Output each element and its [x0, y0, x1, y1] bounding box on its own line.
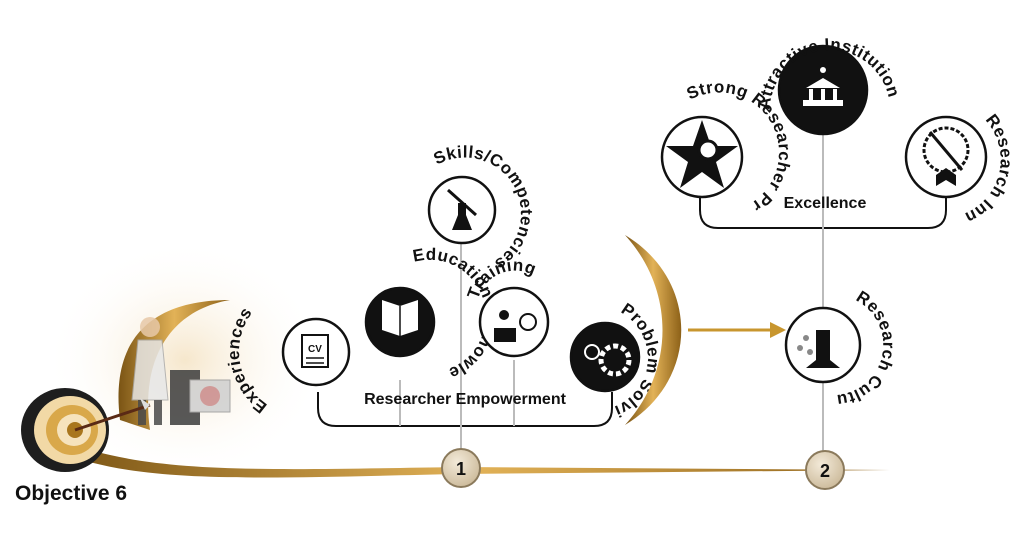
lightbulb-gear-icon [598, 343, 632, 377]
objective-label: Objective 6 [15, 482, 127, 505]
transition-crescent [625, 235, 682, 425]
researcher-empowerment-label: Researcher Empowerment [364, 391, 567, 408]
node-skills-competencies [427, 175, 497, 245]
stage1-bracket [317, 392, 613, 427]
award-rosette-icon [922, 126, 970, 174]
node-experiences: CV [281, 317, 351, 387]
node-training [478, 286, 550, 358]
background-glow [45, 240, 325, 480]
svg-text:2: 2 [820, 461, 830, 481]
research-innovation-label: Research Innovation [0, 0, 1016, 227]
stage-2-badge: 2 [805, 450, 845, 490]
lecturer-icon [499, 310, 509, 320]
node-strong-researcher-profile [660, 115, 744, 199]
microscope-icon [806, 330, 840, 368]
syringe-flask-icon [452, 203, 472, 230]
node-research-culture [784, 306, 862, 384]
excellence-label: Excellence [784, 195, 867, 212]
cv-document-icon [301, 334, 329, 368]
target-icon [21, 388, 151, 472]
svg-text:CV: CV [308, 344, 322, 355]
node-education-knowledge [364, 286, 436, 358]
node-problem-solving [569, 321, 641, 393]
stage-1-badge: 1 [441, 448, 481, 488]
svg-text:1: 1 [456, 459, 466, 479]
node-attractive-institution [777, 44, 869, 136]
scientist-illustration [131, 317, 231, 425]
institution-broadcast-icon [803, 78, 843, 106]
node-research-innovation [904, 115, 988, 199]
